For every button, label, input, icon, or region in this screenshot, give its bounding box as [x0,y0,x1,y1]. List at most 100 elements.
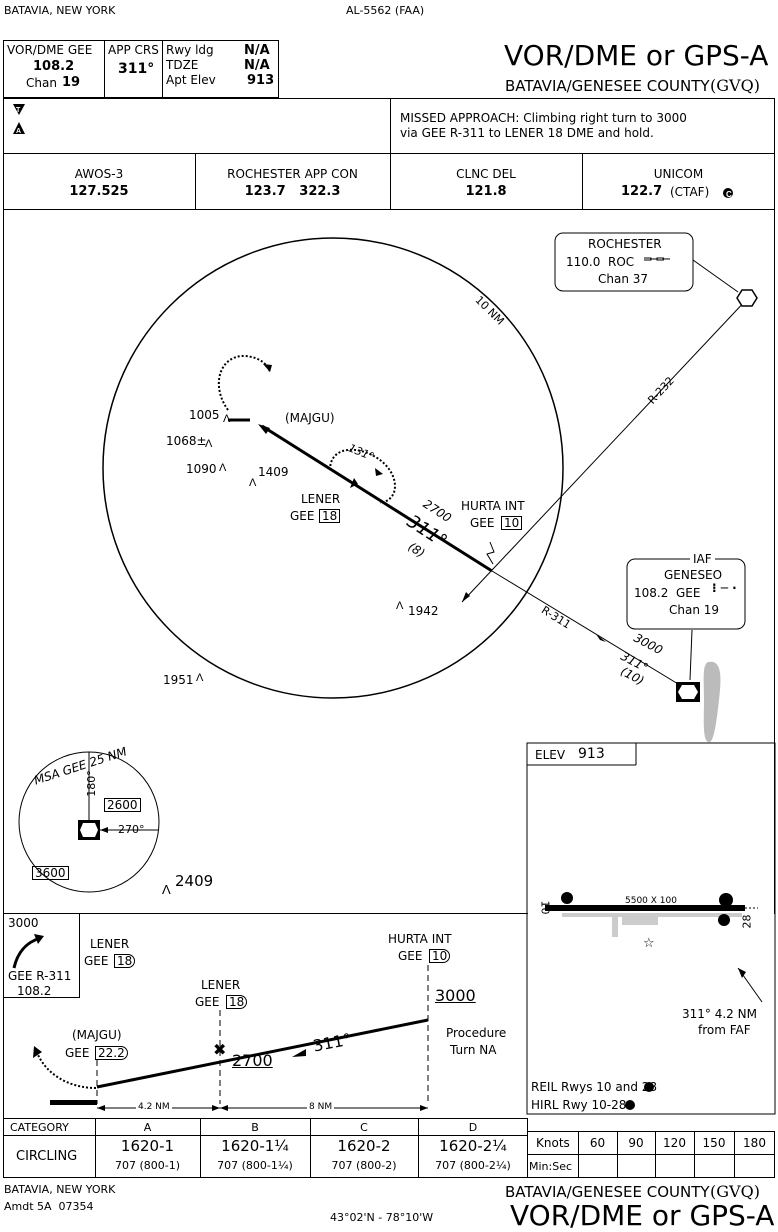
runway-10-28 [545,905,745,911]
svg-text:Λ: Λ [162,882,171,897]
apt-elev: 913 [247,73,275,88]
footer-airport-id: (GVQ) [710,1182,760,1201]
hirl: HIRL Rwy 10-28 [531,1098,627,1112]
obstacle-1409: 1409 [258,465,289,479]
plan-view [3,209,775,914]
speed-90: 90 [628,1136,644,1150]
category-a: A [143,1121,152,1134]
obstacle-1068: 1068± [166,434,207,448]
rwy-ldg-label: Rwy ldg [166,43,214,57]
plan-hurta-dme: 10 [501,516,523,530]
geneseo-chan: Chan 19 [669,603,720,617]
airport-id: (GVQ) [710,76,760,95]
obstacle-1942: 1942 [408,604,439,618]
min-c: 1620-2 [337,1137,391,1155]
profile-lener-dme: 18 [226,995,248,1009]
svg-text:Λ: Λ [396,600,404,612]
category-b: B [251,1121,259,1134]
nav-title: VOR/DME GEE [7,43,93,57]
category-d: D [468,1121,478,1134]
speed-120: 120 [663,1136,686,1150]
fac-text-1: 311° 4.2 NM [682,1007,757,1021]
svg-text:Λ: Λ [249,477,257,489]
iaf-label: IAF [690,553,715,565]
elev-label: ELEV [535,748,566,762]
footer-location: BATAVIA, NEW YORK [4,1183,116,1196]
profile-dist-1: 4.2 NM [136,1102,172,1112]
profile-hold-alt: 3000 [8,916,39,930]
haa-b: 707 (800-1¼) [217,1159,293,1172]
nav-chan: 19 [62,75,81,90]
header-location: BATAVIA, NEW YORK [4,4,116,17]
nav-freq: 108.2 [33,59,75,74]
profile-majgu: (MAJGU) [72,1028,122,1042]
msa-alt-ne: 2600 [104,798,141,812]
comm-app-freq: 123.7 322.3 [244,184,341,199]
geneseo-freq: 108.2 GEE [634,586,701,600]
runway-dims: 5500 X 100 [625,896,677,906]
comm-awos-name: AWOS-3 [74,167,124,181]
rochester-vor-icon [736,289,758,307]
comm-app-name: ROCHESTER APP CON [227,167,358,181]
svg-text:✖: ✖ [213,1040,226,1059]
profile-hurta-gee: GEE [398,949,423,963]
nav-chan-label: Chan [26,76,57,90]
profile-pt2: Turn NA [450,1043,497,1057]
comm-clnc-freq: 121.8 [465,184,507,199]
rochester-chan: Chan 37 [598,272,649,286]
profile-view [3,913,528,1119]
rochester-morse: ═─═─ [644,252,670,266]
apt-elev-label: Apt Elev [166,73,216,87]
fac-text-2: from FAF [698,1023,751,1037]
tdze: N/A [244,58,270,73]
profile-hold-dme: 18 [114,954,136,968]
profile-majgu-gee: GEE [65,1046,90,1060]
haa-a: 707 (800-1) [114,1159,181,1172]
plan-hurta: HURTA INT [461,499,525,513]
obstacle-1090: 1090 [186,462,217,476]
profile-hold-fix: LENER [90,937,130,951]
ten-nm-ring [102,237,564,699]
comm-clnc-name: CLNC DEL [456,167,516,181]
tdze-label: TDZE [166,58,199,72]
elev-value: 913 [578,746,605,762]
profile-majgu-dme: 22.2 [95,1046,128,1060]
svg-text:Λ: Λ [205,438,213,450]
rochester-name: ROCHESTER [588,237,662,251]
obstacle-1951: 1951 [163,673,194,687]
speed-60: 60 [589,1136,606,1150]
profile-lener: LENER [201,978,241,992]
profile-alt3000: 3000 [435,986,476,1005]
category-label: CATEGORY [10,1121,69,1134]
rochester-freq: 110.0 ROC [566,255,635,269]
minsec-label: Min:Sec [529,1160,573,1173]
reil: REIL Rwys 10 and 28 [531,1080,658,1094]
rwy-ldg: N/A [244,43,270,58]
profile-hurta-dme: 10 [429,949,451,963]
msa-r270: 270° [118,823,145,836]
knots-label: Knots [536,1136,570,1150]
svg-text:Λ: Λ [223,413,231,425]
app-crs: 311° [118,61,155,77]
profile-alt2700: 2700 [232,1051,273,1070]
profile-dist-2: 8 NM [307,1102,335,1112]
chart-number: AL-5562 (FAA) [346,4,425,17]
obstacle-2409: 2409 [175,872,214,890]
comm-unicom-note: (CTAF) [670,185,710,199]
profile-hold-gee: GEE [84,954,109,968]
procedure-title: VOR/DME or GPS-A [504,39,769,72]
footer-airport: BATAVIA/GENESEE COUNTY [505,1183,710,1201]
airport-name: BATAVIA/GENESEE COUNTY [505,77,710,95]
profile-hold-freq: 108.2 [17,984,52,998]
msa-alt-sw: 3600 [32,866,69,880]
haa-d: 707 (800-2¼) [435,1159,511,1172]
footer-coords: 43°02'N - 78°10'W [330,1211,434,1224]
speed-180: 180 [743,1136,766,1150]
plan-lener-dme: 18 [319,509,341,523]
profile-lener-gee: GEE [195,995,220,1009]
app-crs-label: APP CRS [108,43,159,57]
min-b: 1620-1¼ [221,1137,289,1155]
svg-text:Λ: Λ [219,462,227,474]
